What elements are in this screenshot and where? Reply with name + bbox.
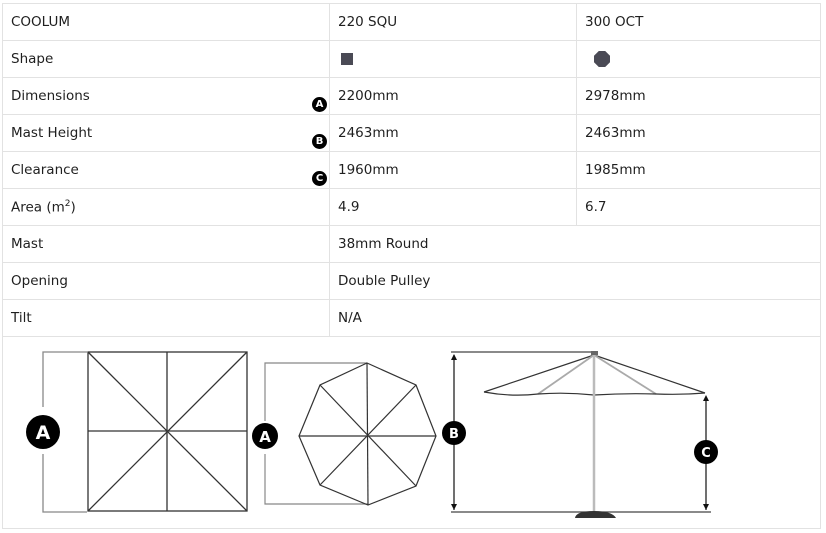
table-row-shape: Shape	[2, 40, 821, 78]
square-canopy-diagram	[42, 351, 248, 513]
badge-c-icon: C	[312, 171, 327, 186]
square-shape-icon	[341, 53, 353, 65]
variant-220-squ: 220 SQU	[329, 3, 577, 41]
diagram-row: A A	[2, 336, 821, 529]
cell-value: 4.9	[329, 188, 577, 226]
umbrella-side-view	[451, 351, 711, 518]
cell-value: 38mm Round	[329, 225, 821, 263]
cell-value: 2200mm	[329, 77, 577, 115]
row-label: Opening	[2, 262, 330, 300]
badge-b-icon: B	[442, 421, 466, 445]
row-label: Mast	[2, 225, 330, 263]
row-label: Clearance	[11, 162, 79, 178]
cell-value: 1985mm	[576, 151, 821, 189]
row-label: Area (m2)	[2, 188, 330, 226]
svg-text:C: C	[701, 446, 711, 461]
svg-text:A: A	[259, 428, 271, 446]
cell-value: Double Pulley	[329, 262, 821, 300]
table-row-area: Area (m2) 4.9 6.7	[2, 188, 821, 226]
umbrella-dimension-diagram: A A	[26, 351, 718, 518]
svg-text:B: B	[449, 427, 459, 442]
table-row-clearance: Clearance C 1960mm 1985mm	[2, 151, 821, 189]
cell-value: 6.7	[576, 188, 821, 226]
badge-a-icon: A	[26, 415, 60, 449]
model-name: COOLUM	[2, 3, 330, 41]
variant-300-oct: 300 OCT	[576, 3, 821, 41]
octagon-canopy-diagram	[264, 362, 437, 506]
row-label: Shape	[2, 40, 330, 78]
spec-table: COOLUM 220 SQU 300 OCT Shape Dimensions …	[2, 3, 821, 529]
table-row-opening: Opening Double Pulley	[2, 262, 821, 300]
row-label: Mast Height	[11, 125, 93, 141]
cell-value: 2978mm	[576, 77, 821, 115]
row-label: Dimensions	[11, 88, 90, 104]
badge-c-icon: C	[694, 440, 718, 464]
cell-value: 2463mm	[576, 114, 821, 152]
cell-value: 2463mm	[329, 114, 577, 152]
table-row-mast: Mast 38mm Round	[2, 225, 821, 263]
badge-a-icon: A	[252, 423, 278, 449]
table-row-mast-height: Mast Height B 2463mm 2463mm	[2, 114, 821, 152]
badge-b-icon: B	[312, 134, 327, 149]
cell-value: N/A	[329, 299, 821, 337]
cell-value: 1960mm	[329, 151, 577, 189]
row-label: Tilt	[2, 299, 330, 337]
svg-text:A: A	[36, 422, 51, 444]
badge-a-icon: A	[312, 97, 327, 112]
table-row-tilt: Tilt N/A	[2, 299, 821, 337]
table-header-row: COOLUM 220 SQU 300 OCT	[2, 3, 821, 41]
octagon-shape-icon	[594, 51, 610, 67]
table-row-dimensions: Dimensions A 2200mm 2978mm	[2, 77, 821, 115]
